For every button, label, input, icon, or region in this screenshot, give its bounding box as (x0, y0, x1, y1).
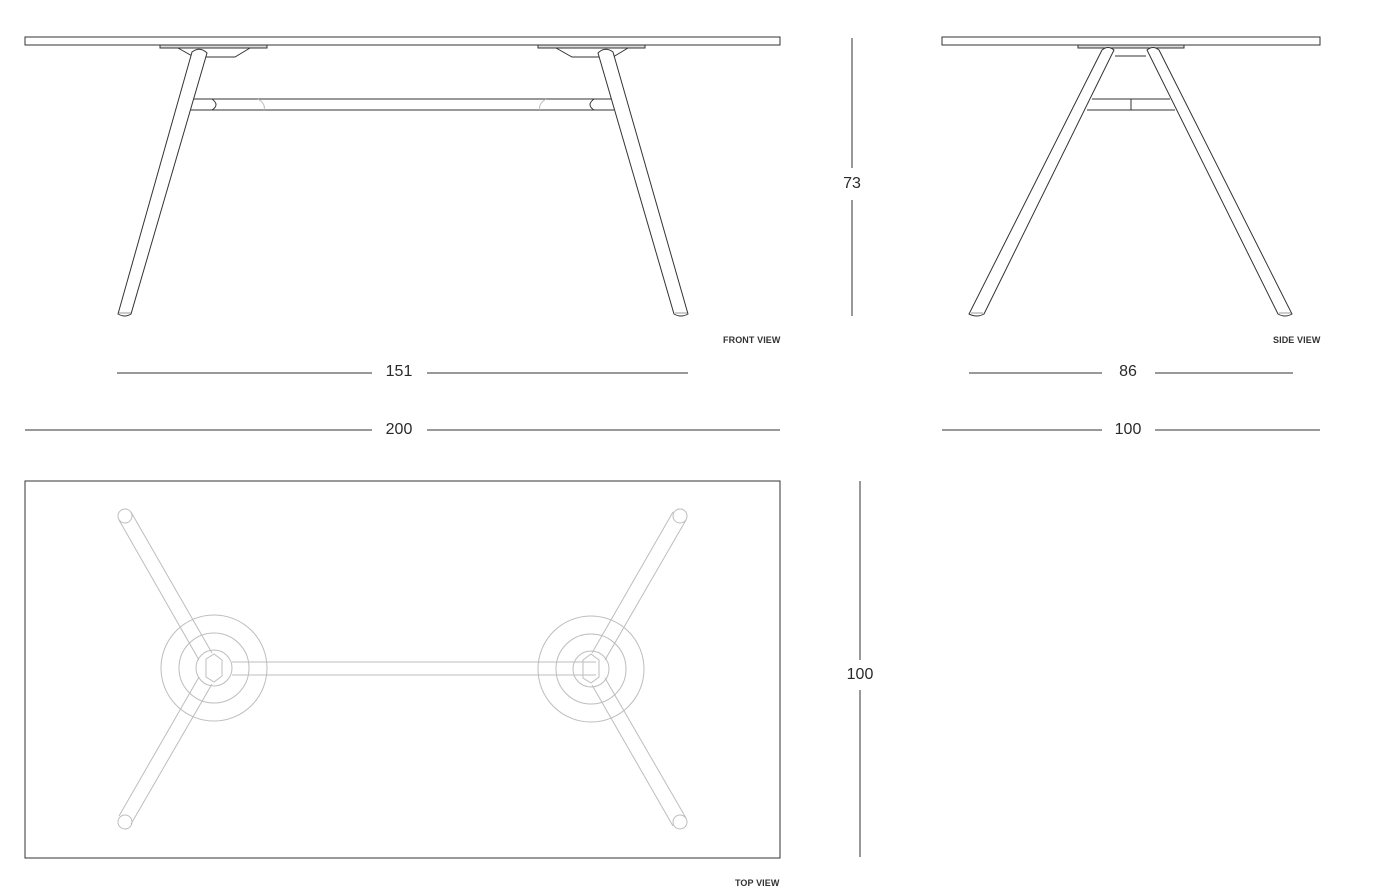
front-tabletop (24, 36, 781, 46)
top-tabletop-outline (24, 480, 781, 859)
side-dimension-lines (942, 372, 1320, 431)
side-width-label: 100 (1110, 421, 1146, 439)
top-view-drawing (24, 480, 781, 859)
overall-length-label: 200 (381, 421, 417, 439)
top-view-width-label: 100 (842, 666, 878, 684)
top-view-label: TOP VIEW (735, 878, 780, 888)
side-leg-span-label: 86 (1115, 363, 1141, 381)
side-view-drawing (941, 36, 1321, 317)
front-dimension-lines (25, 372, 780, 431)
front-view-label: FRONT VIEW (723, 335, 781, 345)
side-tabletop (941, 36, 1321, 46)
height-dimension-label: 73 (839, 175, 865, 193)
front-leg-span-label: 151 (381, 363, 417, 381)
side-view-label: SIDE VIEW (1273, 335, 1321, 345)
front-view-drawing (24, 36, 781, 317)
